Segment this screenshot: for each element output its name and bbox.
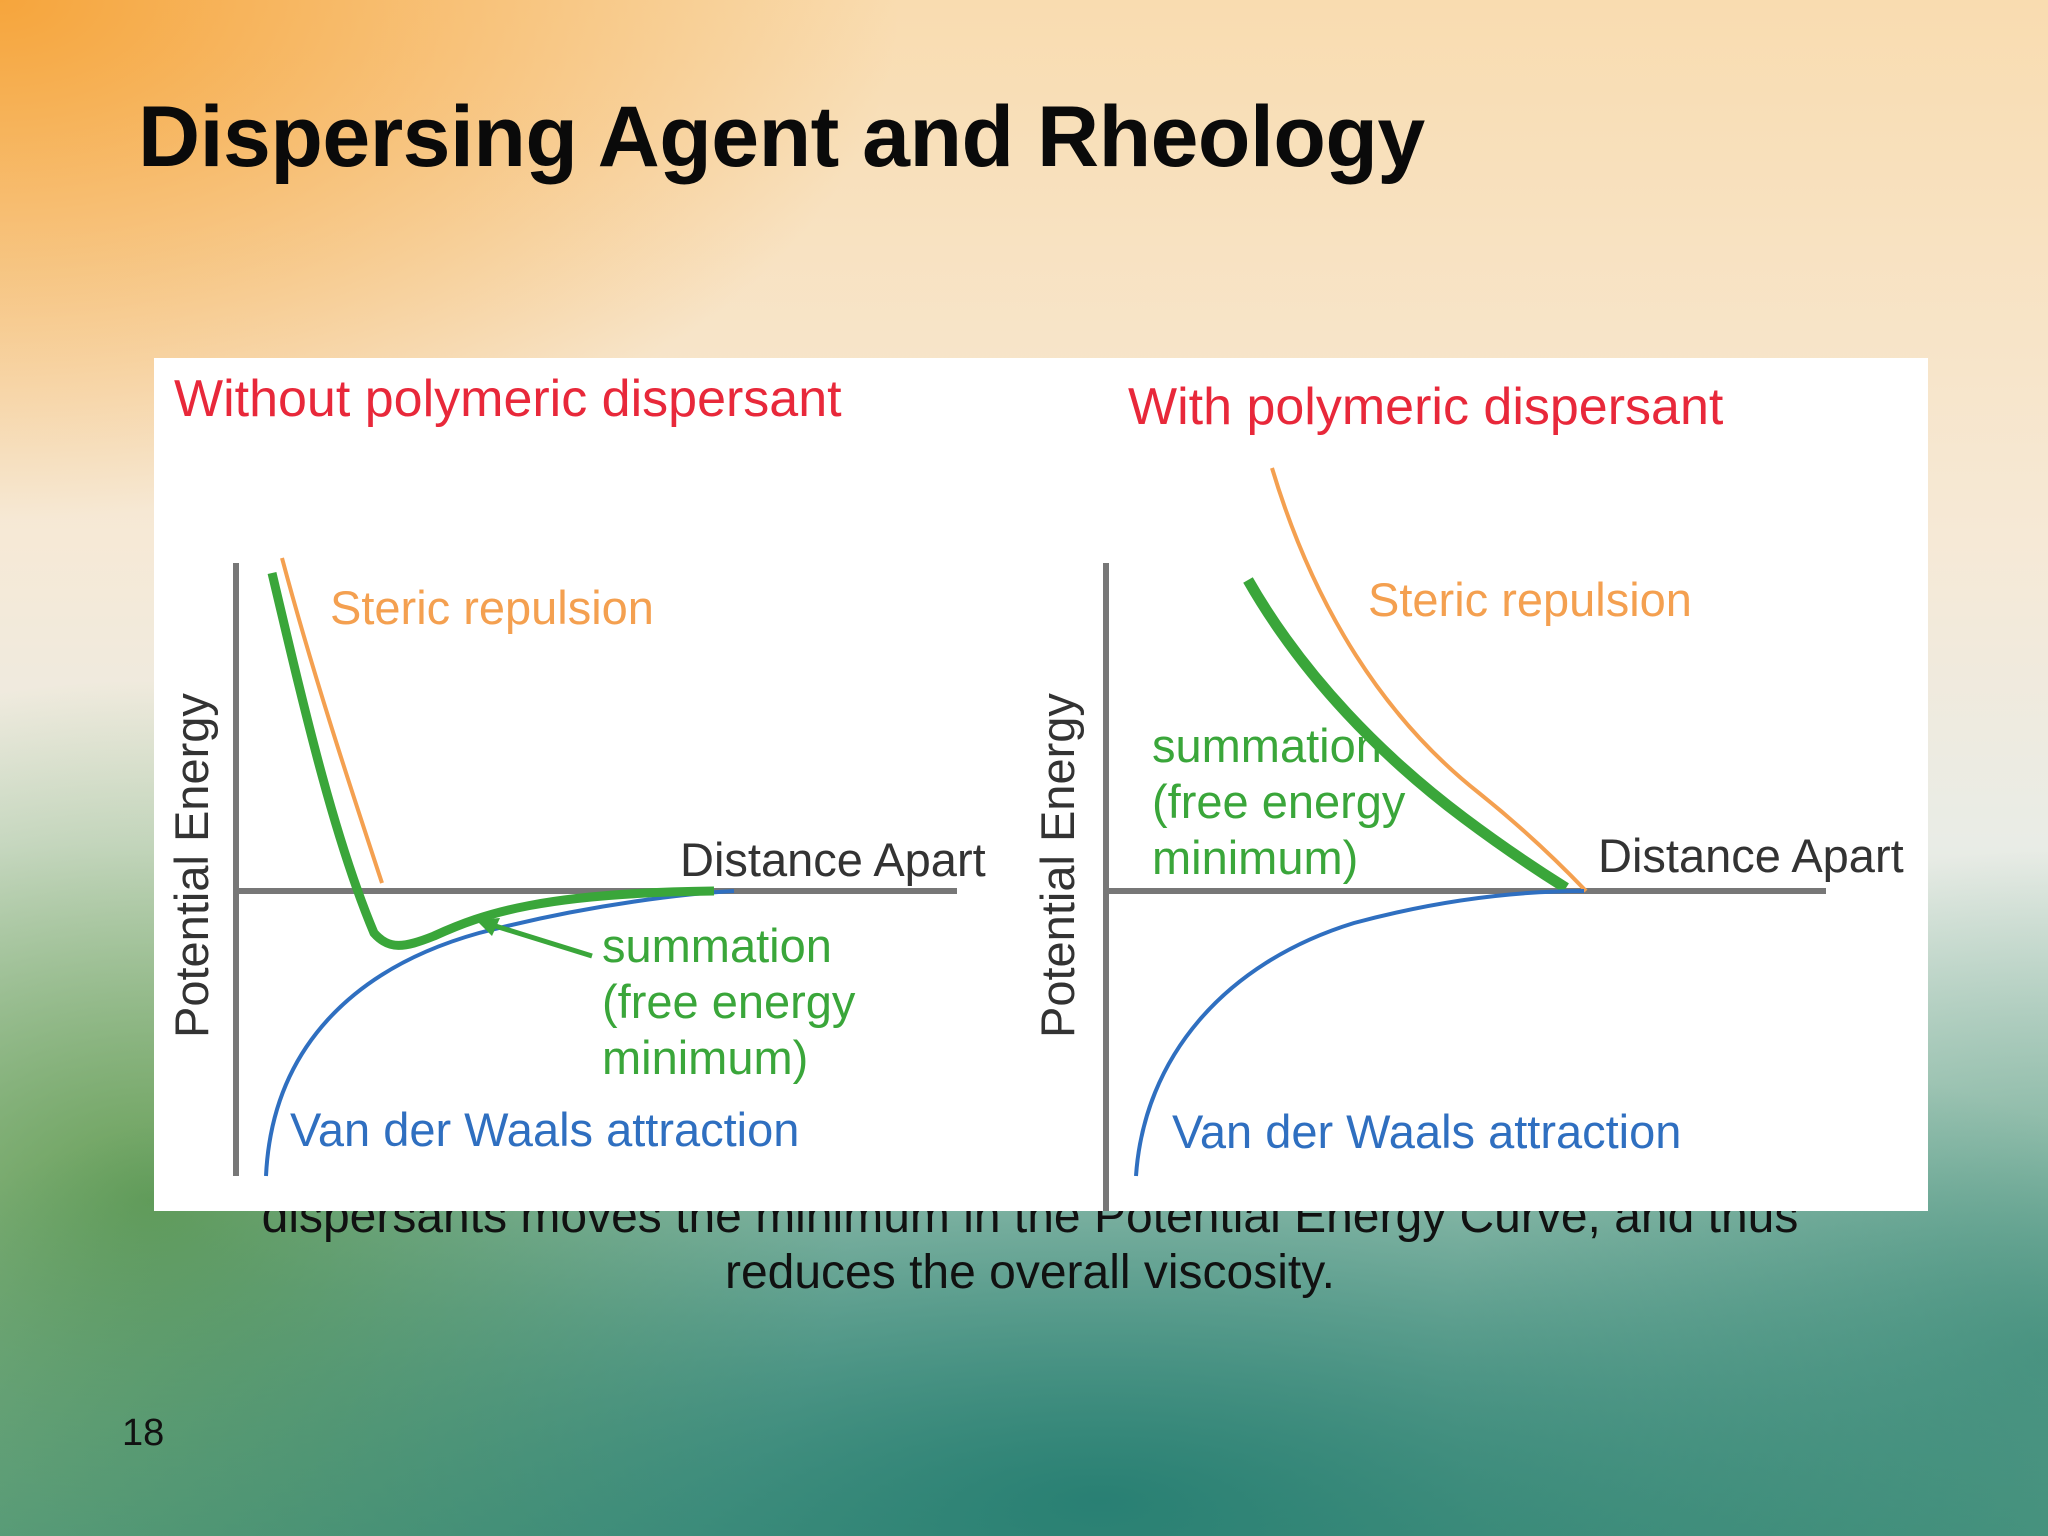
left-summation-curve [267, 571, 715, 950]
right-panel: With polymeric dispersant Steric repulsi… [1031, 378, 1904, 1211]
page-number: 18 [122, 1412, 165, 1454]
right-summation-curve [1243, 577, 1569, 893]
left-steric-label: Steric repulsion [330, 581, 654, 634]
left-panel: Without polymeric dispersant Steric repu… [165, 370, 986, 1177]
potential-energy-diagram: Without polymeric dispersant Steric repu… [154, 358, 1928, 1211]
left-summation-label-2: (free energy [602, 975, 856, 1028]
right-steric-curve [1270, 467, 1588, 893]
right-vdw-curve [1134, 889, 1585, 1177]
right-steric-label: Steric repulsion [1368, 573, 1692, 626]
right-x-axis-label: Distance Apart [1598, 829, 1904, 882]
right-summation-label-3: minimum) [1152, 831, 1358, 884]
right-summation-label-1: summation [1152, 719, 1382, 772]
left-steric-curve [280, 557, 384, 884]
right-panel-title: With polymeric dispersant [1128, 378, 1724, 436]
diagram-svg: Without polymeric dispersant Steric repu… [154, 358, 1928, 1211]
left-vdw-label: Van der Waals attraction [290, 1103, 799, 1156]
caption-line-2: reduces the overall viscosity. [724, 1246, 1336, 1299]
slide-title: Dispersing Agent and Rheology [138, 89, 1425, 185]
right-vdw-label: Van der Waals attraction [1172, 1105, 1681, 1158]
caption-line-1: dispersants moves the minimum in the Pot… [261, 1190, 1799, 1243]
left-summation-label-1: summation [602, 919, 832, 972]
left-x-axis-label: Distance Apart [680, 833, 986, 886]
right-y-axis-label: Potential Energy [1031, 693, 1084, 1038]
left-summation-arrowhead [476, 918, 500, 936]
diagram-panel-background [154, 358, 1928, 1211]
left-summation-label-3: minimum) [602, 1031, 808, 1084]
left-panel-title: Without polymeric dispersant [174, 370, 842, 428]
right-summation-label-2: (free energy [1152, 775, 1406, 828]
left-y-axis-label: Potential Energy [165, 693, 218, 1038]
left-summation-pointer [488, 921, 593, 959]
